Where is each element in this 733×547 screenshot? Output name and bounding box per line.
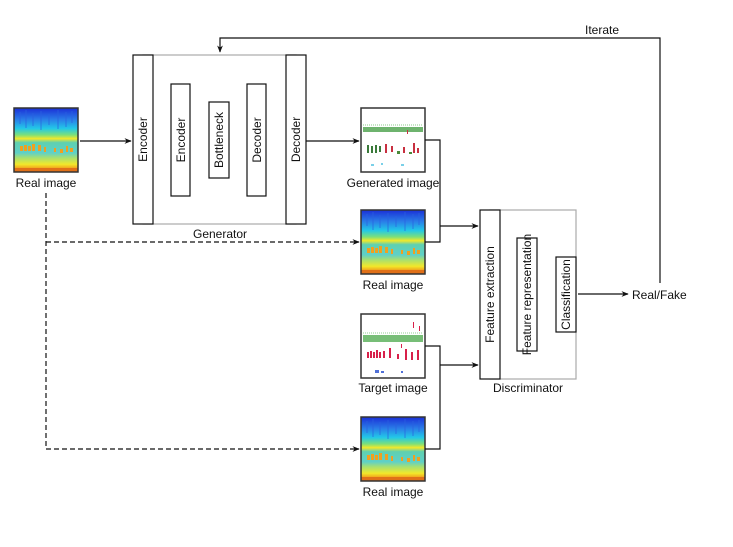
lower-pair-connector <box>425 345 479 450</box>
target-image: Target image <box>358 313 428 395</box>
generator-outer-decoder: Decoder <box>285 54 307 225</box>
discriminator-label: Discriminator <box>493 381 563 395</box>
discriminator: Feature extraction Feature representatio… <box>479 209 577 395</box>
upper-pair-connector <box>425 139 479 243</box>
real-image-2: Real image <box>360 209 426 292</box>
skip-connections <box>45 193 360 452</box>
generator-bottleneck: Bottleneck <box>208 101 230 179</box>
real-fake-output-label: Real/Fake <box>632 288 687 302</box>
iterate-feedback-loop <box>217 37 661 283</box>
real-image-2-spectrogram <box>360 209 426 275</box>
generated-image-thumbnail <box>360 107 426 173</box>
iterate-label: Iterate <box>585 23 619 37</box>
svg-text:Feature representation: Feature representation <box>520 234 534 355</box>
generator-inner-encoder: Encoder <box>170 83 191 197</box>
real-image-3: Real image <box>360 416 426 499</box>
real-image-spectrogram <box>13 107 79 173</box>
svg-text:Feature extraction: Feature extraction <box>483 246 497 343</box>
real-image-label: Real image <box>16 176 77 190</box>
generated-image-label: Generated image <box>347 176 440 190</box>
real-image-3-label: Real image <box>363 485 424 499</box>
svg-text:Classification: Classification <box>559 259 573 330</box>
svg-text:Decoder: Decoder <box>250 117 264 162</box>
target-image-label: Target image <box>358 381 428 395</box>
svg-text:Encoder: Encoder <box>174 118 188 163</box>
target-image-thumbnail <box>360 313 426 379</box>
generator-label: Generator <box>193 227 247 241</box>
generated-image: Generated image <box>347 107 440 190</box>
classification-block: Classification <box>555 256 577 333</box>
svg-text:Decoder: Decoder <box>289 117 303 162</box>
real-image-2-label: Real image <box>363 278 424 292</box>
svg-text:Encoder: Encoder <box>136 117 150 162</box>
svg-text:Bottleneck: Bottleneck <box>212 111 226 168</box>
generator-outer-encoder: Encoder <box>132 54 154 225</box>
real-image-input: Real image <box>13 107 79 190</box>
real-image-3-spectrogram <box>360 416 426 482</box>
generator: Encoder Encoder Bottleneck Decoder Decod… <box>132 54 307 241</box>
generator-inner-decoder: Decoder <box>246 83 267 197</box>
feature-representation-block: Feature representation <box>516 234 538 355</box>
feature-extraction-block: Feature extraction <box>479 209 501 380</box>
